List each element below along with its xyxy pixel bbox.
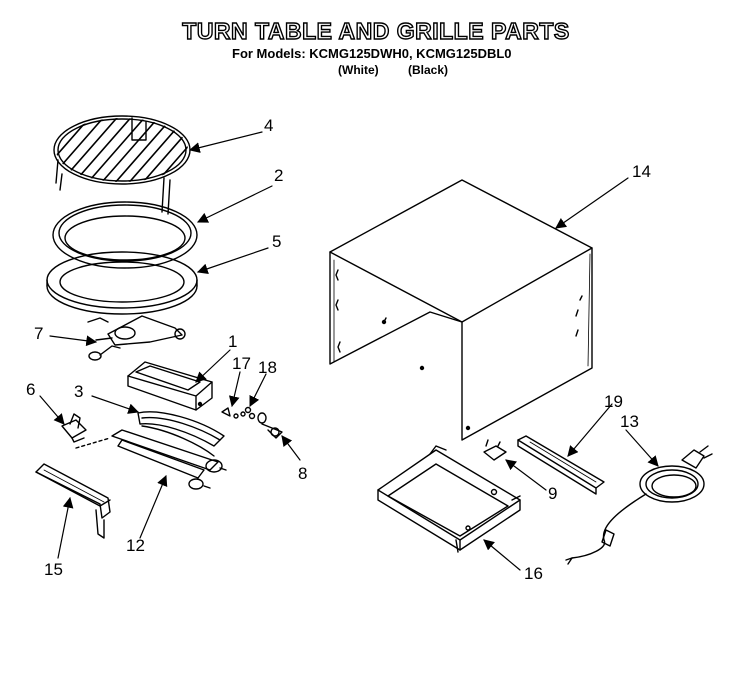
callout-8: 8 — [298, 464, 308, 483]
callout-13: 13 — [620, 412, 639, 431]
callout-14: 14 — [632, 162, 651, 181]
heater-element — [75, 425, 227, 490]
callout-7: 7 — [34, 324, 44, 343]
variant-white: (White) — [338, 63, 379, 77]
callout-16: 16 — [524, 564, 543, 583]
power-cord — [565, 445, 713, 565]
callout-19: 19 — [604, 392, 623, 411]
callout-18: 18 — [258, 358, 277, 377]
clip-part — [61, 413, 87, 443]
callout-9: 9 — [548, 484, 558, 503]
callout-6: 6 — [26, 380, 36, 399]
support-rail — [517, 435, 605, 495]
small-hardware — [221, 406, 283, 439]
callout-15: 15 — [44, 560, 63, 579]
switch-part — [483, 439, 507, 461]
callout-1: 1 — [228, 332, 238, 351]
callout-4: 4 — [264, 116, 274, 135]
callout-3: 3 — [74, 382, 84, 401]
variant-black: (Black) — [408, 63, 449, 77]
callout-17: 17 — [232, 354, 251, 373]
callout-2: 2 — [274, 166, 284, 185]
grille-rack — [53, 115, 191, 215]
reflector — [137, 411, 225, 447]
models-line: For Models: KCMG125DWH0, KCMG125DBL0 — [232, 46, 512, 61]
coupler — [87, 315, 186, 361]
heater-cover — [127, 361, 213, 411]
page-title: TURN TABLE AND GRILLE PARTS — [182, 17, 570, 44]
turntable-tray — [52, 201, 198, 269]
roller-support — [46, 251, 198, 315]
leader-lines — [39, 131, 659, 571]
callout-12: 12 — [126, 536, 145, 555]
bracket — [35, 463, 111, 539]
base-plate — [377, 445, 521, 553]
callout-5: 5 — [272, 232, 282, 251]
outer-case — [329, 179, 593, 441]
